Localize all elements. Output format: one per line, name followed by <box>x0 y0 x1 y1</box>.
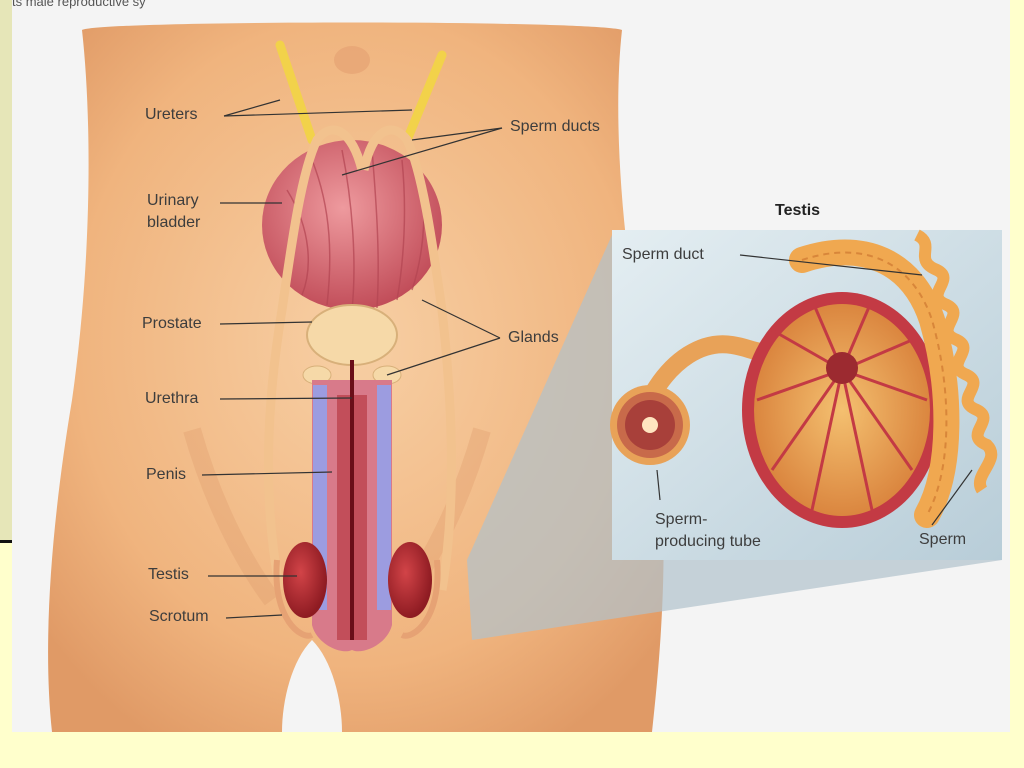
testis-right <box>388 542 432 618</box>
label-sperm: Sperm <box>919 531 967 548</box>
label-urinary-bladder-2: bladder <box>147 214 201 231</box>
inset-title: Testis <box>775 202 821 219</box>
sperm-duct-left <box>264 125 367 591</box>
anatomy-illustration <box>48 22 1002 732</box>
prostate-gland <box>306 304 398 366</box>
testis-left <box>283 542 327 618</box>
scrotum-outline <box>273 559 441 639</box>
figure-caption: ts male reproductive sy <box>12 0 146 9</box>
ureter-left <box>275 40 317 145</box>
sperm-duct-right <box>359 125 456 591</box>
label-urinary-bladder-1: Urinary <box>147 192 199 209</box>
label-prostate: Prostate <box>142 315 202 332</box>
ureter-right <box>402 50 447 145</box>
label-sperm-producing-tube-1: Sperm- <box>655 511 708 528</box>
label-sperm-producing-tube-2: producing tube <box>655 533 761 550</box>
label-sperm-duct: Sperm duct <box>622 246 704 263</box>
label-sperm-ducts: Sperm ducts <box>510 118 600 135</box>
anatomy-figure: ts male reproductive sy Ureters Sperm du… <box>12 0 1010 732</box>
label-scrotum: Scrotum <box>149 608 209 625</box>
slide-side-strip <box>0 0 12 540</box>
label-ureters: Ureters <box>145 106 198 123</box>
label-urethra: Urethra <box>145 390 199 407</box>
inset-sperm-duct-coil <box>913 229 998 494</box>
label-penis: Penis <box>146 466 187 483</box>
label-glands: Glands <box>508 329 559 346</box>
label-testis: Testis <box>148 566 189 583</box>
